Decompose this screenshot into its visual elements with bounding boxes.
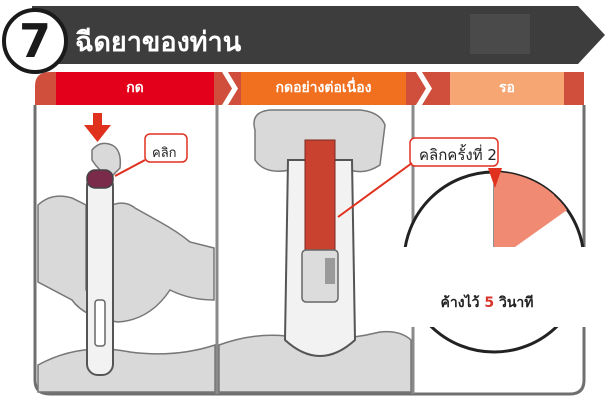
hand (37, 195, 215, 323)
hold-panel (218, 109, 499, 393)
header-bar (32, 6, 605, 64)
phase-label-wait: รอ (499, 80, 515, 96)
panel-frame (33, 105, 586, 396)
arrow-down-icon-head (84, 125, 111, 142)
phase-box-hold (241, 72, 406, 105)
arrow-down-icon (93, 113, 102, 127)
header-bar-highlight (470, 14, 530, 54)
hold-instruction-suffix: วินาที (498, 295, 534, 311)
step-title: ฉีดยาของท่าน (75, 27, 242, 58)
hold-instruction-prefix: ค้างไว้ (440, 295, 480, 311)
click-callout-label: คลิก (152, 146, 177, 161)
click-callout-box (144, 133, 188, 163)
phase-box-press (56, 72, 214, 105)
phase-label-press: กด (126, 80, 144, 96)
pen-window-inner (325, 258, 335, 284)
hold-instruction: ค้างไว้ 5 วินาที (394, 292, 580, 314)
chevron-right-icon (416, 72, 432, 105)
hold-instruction-seconds: 5 (484, 295, 495, 311)
second-click-callout-box (409, 137, 499, 167)
step-number-circle (2, 8, 68, 74)
phase-label-hold: กดอย่างต่อเนื่อง (275, 80, 372, 96)
click-callout-line (114, 159, 146, 177)
pen-plunger (304, 139, 336, 251)
press-panel (37, 113, 216, 393)
pen-button (86, 169, 114, 189)
pen-window (94, 299, 106, 347)
second-click-callout-label: คลิกครั้งที่ 2 (419, 146, 497, 164)
timer-elapsed-sector-outer (494, 172, 567, 262)
thumb (91, 142, 122, 179)
timer-pointer (488, 168, 502, 188)
step-number: 7 (18, 14, 51, 68)
skin (37, 343, 216, 393)
hold-text-box (395, 247, 593, 327)
wait-panel (395, 168, 593, 354)
chevron-right-icon (222, 72, 238, 105)
second-click-callout-line (337, 162, 413, 218)
phase-box-wait (450, 72, 564, 105)
